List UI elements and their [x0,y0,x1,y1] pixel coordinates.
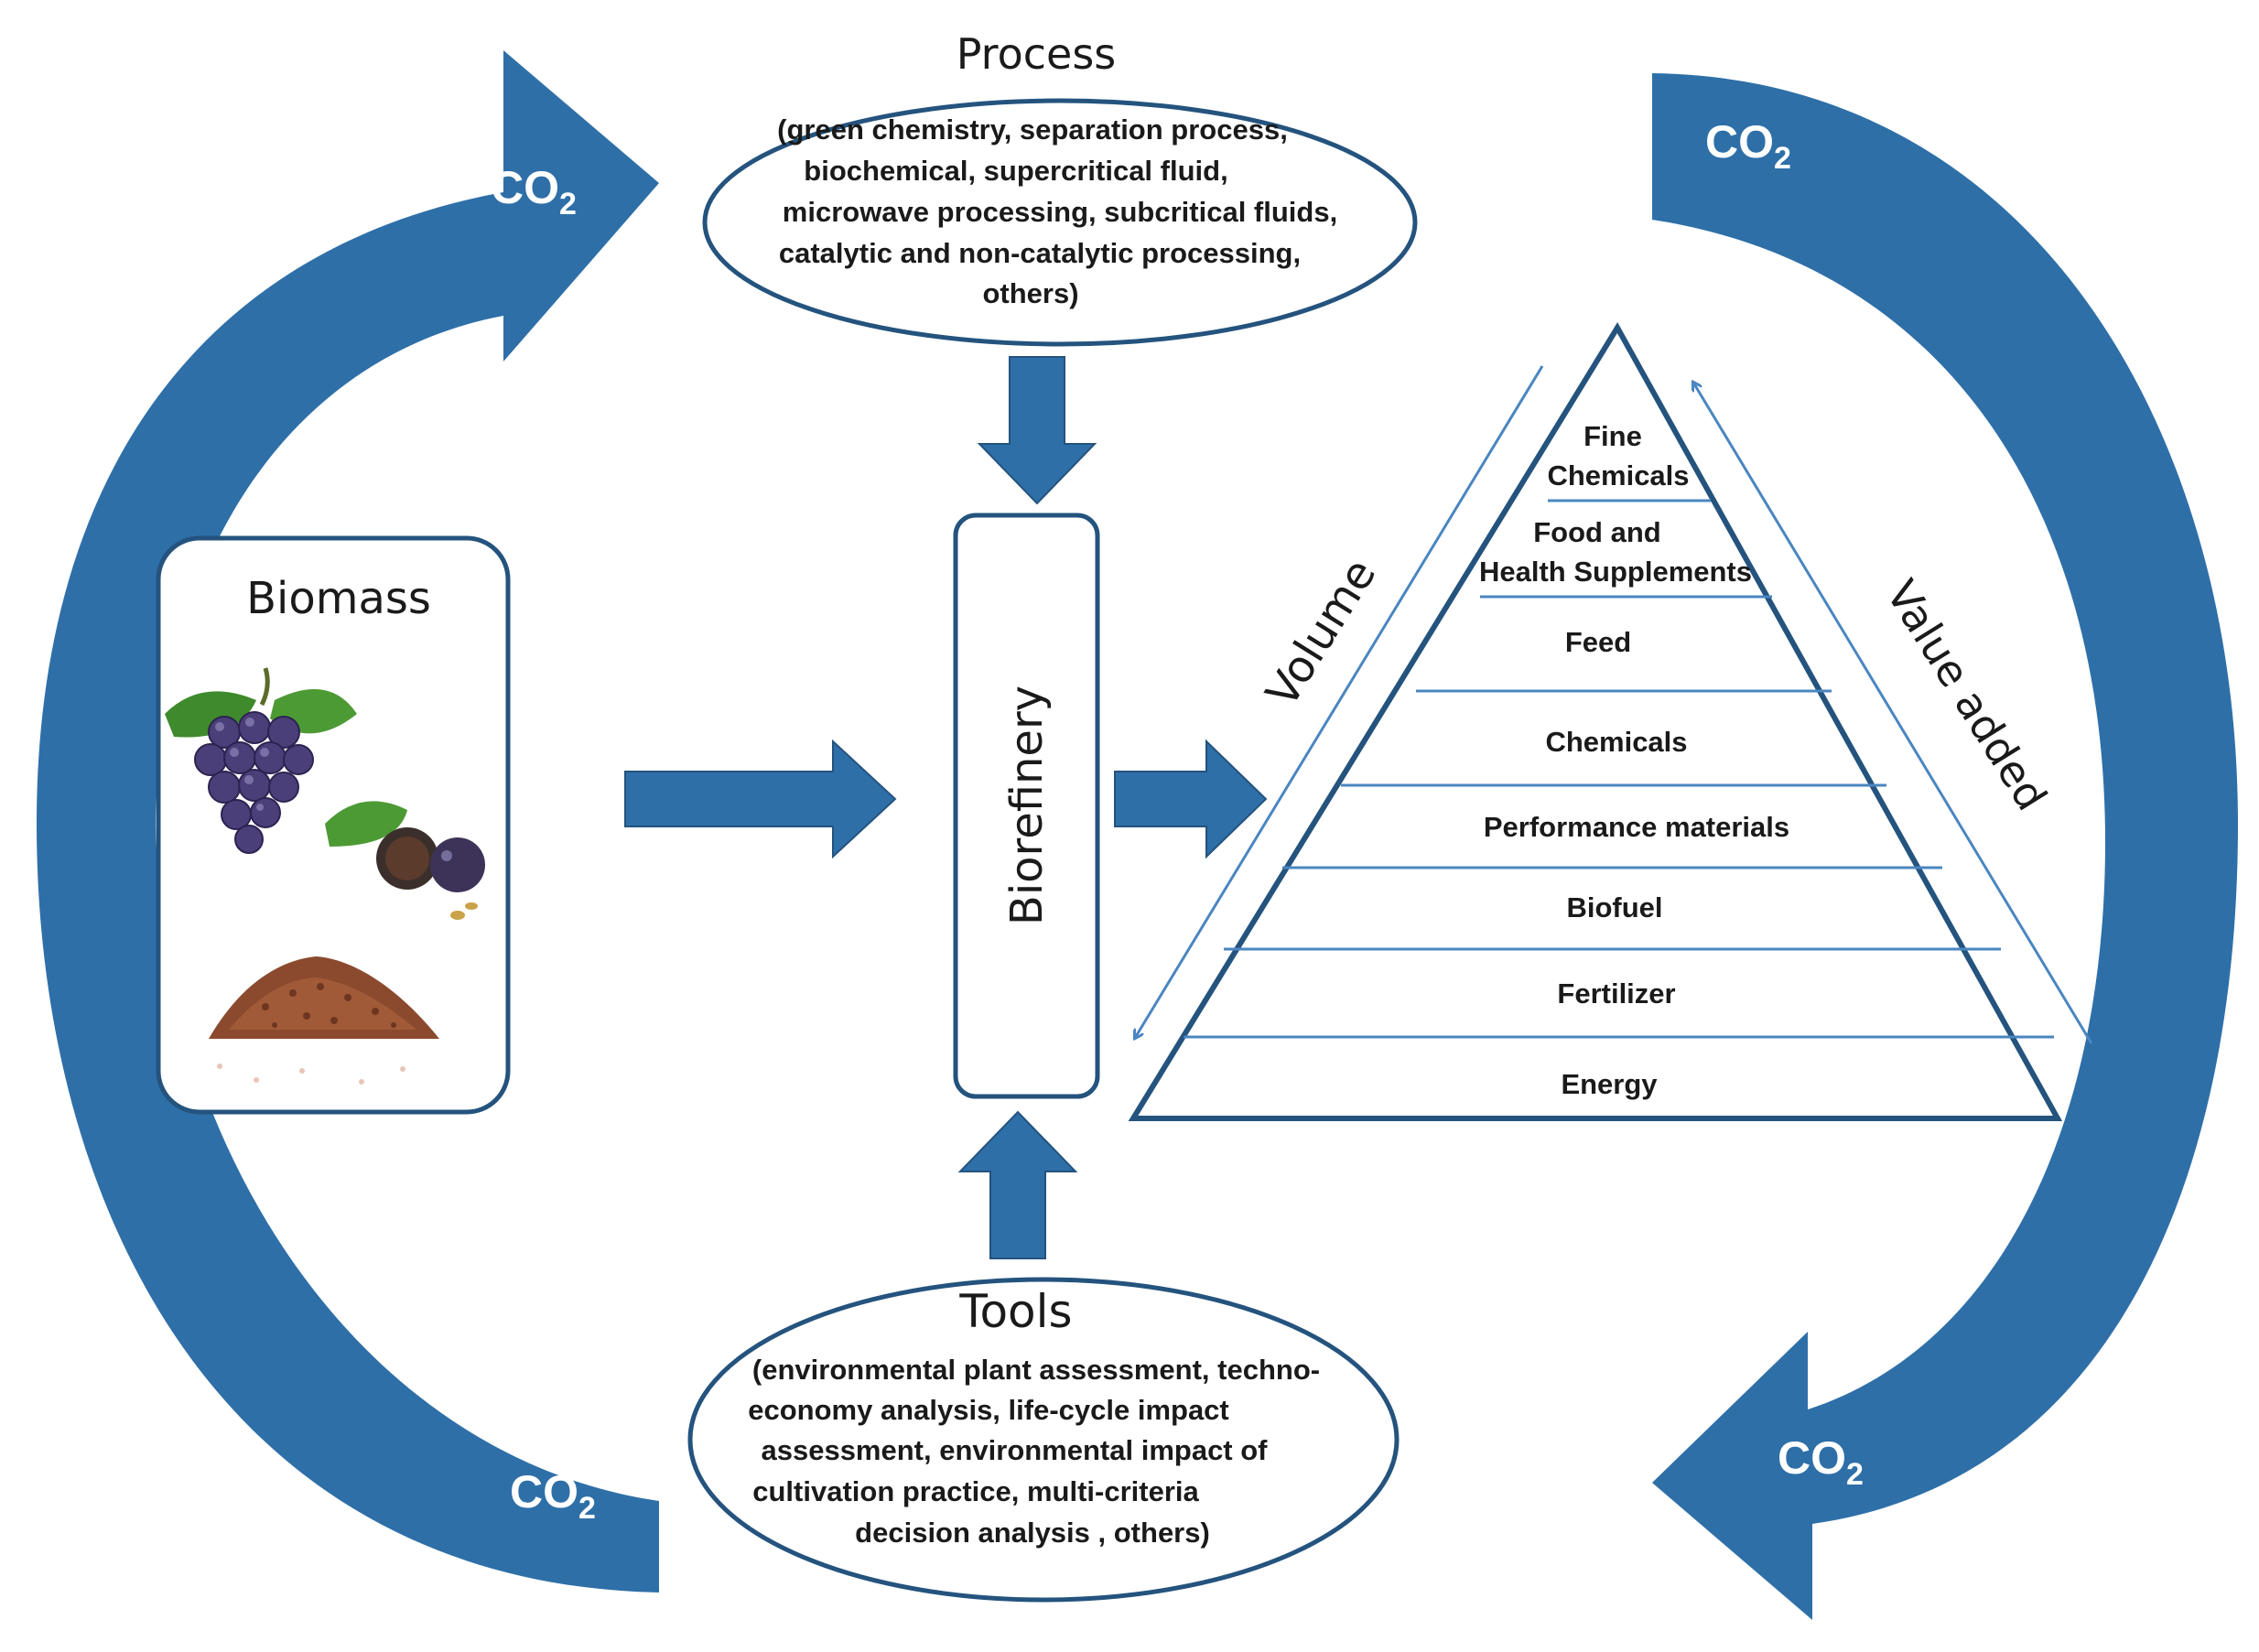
tools-line: (environmental plant assessment, techno- [752,1354,1320,1386]
pyramid-level-feed: Feed [1565,626,1631,658]
tools-description: (environmental plant assessment, techno-… [748,1354,1320,1549]
tools-line: economy analysis, life-cycle impact [748,1394,1229,1426]
co2-label-bottom-left: CO2 [510,1466,596,1526]
process-line: (green chemistry, separation process, [777,113,1288,146]
arrow-tools-to-biorefinery [957,1110,1078,1259]
grapes-image [165,667,357,854]
biorefinery-label: Biorefinery [1001,686,1053,925]
volume-arrow [1135,365,1544,1038]
process-description: (green chemistry, separation process, bi… [777,113,1337,309]
process-title: Process [957,29,1117,79]
arrow-process-to-biorefinery [977,356,1097,505]
process-line: microwave processing, subcritical fluids… [783,196,1337,228]
co2-label-bottom-right: CO2 [1778,1432,1864,1492]
pyramid-level-fertilizer: Fertilizer [1557,977,1675,1010]
tools-line: decision analysis , others) [855,1517,1210,1549]
tools-line: cultivation practice, multi-criteria [752,1475,1199,1507]
grape-pomace-image [209,956,439,1085]
co2-label-top-right: CO2 [1705,116,1791,176]
arrow-biorefinery-to-products [1114,739,1268,859]
biomass-title: Biomass [246,573,431,624]
process-line: catalytic and non-catalytic processing, [779,237,1301,269]
tools-ellipse [687,1277,1400,1603]
arrow-biomass-to-biorefinery [624,739,897,859]
pyramid-level-performance-materials: Performance materials [1484,811,1789,843]
process-line: others) [982,277,1078,309]
process-line: biochemical, supercritical fluid, [804,155,1227,187]
value-added-label: Value added [1876,571,2057,818]
co2-cycle-arrow-left [37,50,659,1593]
biorefinery-box [953,513,1100,1099]
tools-title: Tools [958,1285,1072,1338]
tools-line: assessment, environmental impact of [761,1434,1268,1466]
value-added-arrow [1693,383,2093,1044]
volume-label: Volume [1256,550,1386,716]
co2-label-top-left: CO2 [491,162,577,221]
process-ellipse [702,98,1418,347]
pyramid-outline [1128,322,2063,1121]
co2-cycle-arrow-right [1652,73,2238,1620]
pyramid-level-energy: Energy [1561,1068,1658,1100]
grape-halves-image [325,801,485,920]
pyramid-level-biofuel: Biofuel [1566,891,1662,923]
pyramid-level-chemicals: Chemicals [1545,726,1687,758]
